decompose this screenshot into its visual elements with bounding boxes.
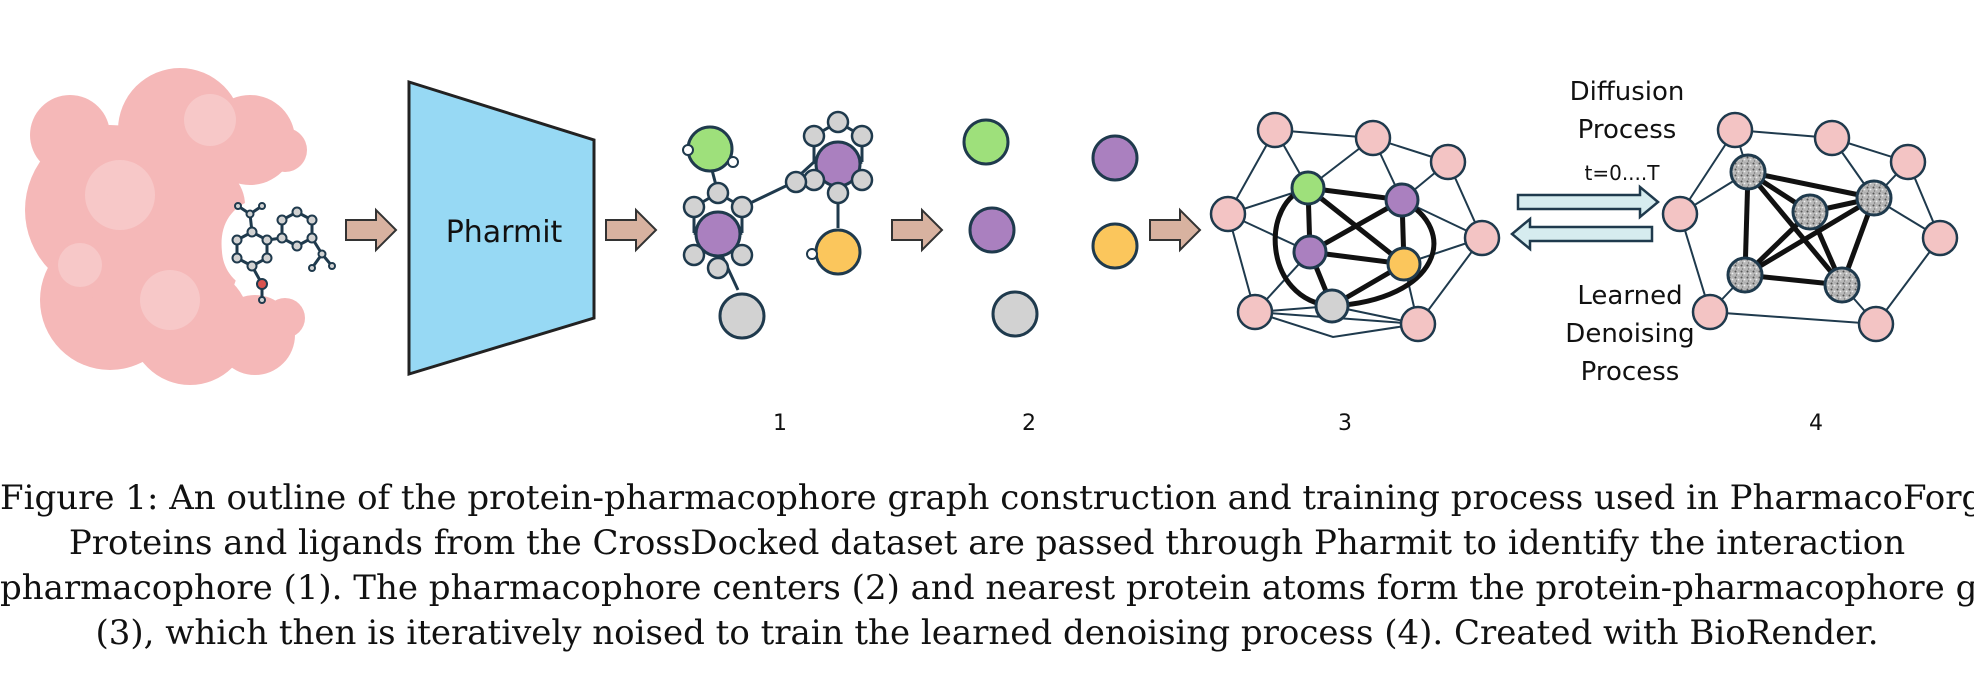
figure-caption: Figure 1: An outline of the protein-phar… bbox=[0, 476, 1974, 656]
arrow-to-pharmacophore bbox=[605, 207, 658, 253]
diffusion-label-line1: Diffusion bbox=[1570, 77, 1685, 107]
arrow-to-centers bbox=[891, 207, 944, 253]
denoise-label-line2: Denoising bbox=[1565, 319, 1694, 349]
diagram-canvas: Pharmit bbox=[25, 68, 1959, 436]
center-green bbox=[962, 118, 1010, 166]
arrow-to-pharmit bbox=[345, 207, 398, 253]
caption-line-3: pharmacophore (1). The pharmacophore cen… bbox=[0, 568, 1974, 608]
caption-line-2: Proteins and ligands from the CrossDocke… bbox=[68, 523, 1906, 563]
pharmit-label: Pharmit bbox=[446, 215, 563, 250]
stage4-graph bbox=[1661, 111, 1959, 343]
purple-feature-1a bbox=[694, 210, 742, 258]
yellow-feature-1 bbox=[814, 228, 862, 276]
center-gray bbox=[991, 290, 1039, 338]
diffusion-arrow bbox=[1516, 184, 1660, 220]
stage3-graph bbox=[1209, 111, 1501, 343]
denoising-arrow bbox=[1510, 216, 1654, 252]
center-purple-b bbox=[968, 206, 1016, 254]
timestep-label: t=0....T bbox=[1585, 161, 1661, 185]
step-label-4: 4 bbox=[1809, 411, 1823, 436]
denoise-label-line1: Learned bbox=[1577, 281, 1682, 311]
step-label-1: 1 bbox=[773, 411, 787, 436]
step-label-3: 3 bbox=[1338, 411, 1352, 436]
center-yellow bbox=[1091, 222, 1139, 270]
gray-atom-1 bbox=[718, 292, 766, 340]
diffusion-label-line2: Process bbox=[1578, 115, 1677, 145]
caption-line-1: Figure 1: An outline of the protein-phar… bbox=[0, 478, 1974, 518]
step-label-2: 2 bbox=[1022, 411, 1036, 436]
pharmit-box bbox=[407, 79, 596, 377]
stage1-pharmacophore bbox=[682, 110, 874, 340]
caption-line-4: (3), which then is iteratively noised to… bbox=[95, 613, 1879, 653]
green-feature-1 bbox=[686, 125, 734, 173]
denoise-label-line3: Process bbox=[1581, 357, 1680, 387]
stage2-centers bbox=[962, 118, 1139, 338]
protein-highlights bbox=[58, 94, 236, 330]
ligand-atoms bbox=[231, 202, 336, 304]
arrow-to-graph bbox=[1149, 207, 1202, 253]
center-purple-a bbox=[1091, 134, 1139, 182]
